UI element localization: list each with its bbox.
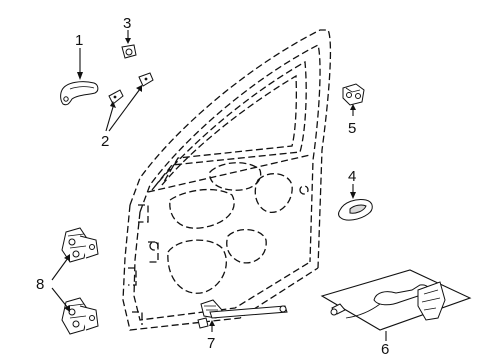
callout-2: 2	[101, 133, 109, 150]
lock-cylinder-icon	[121, 44, 137, 59]
leader-2b	[108, 88, 141, 132]
outside-handle-icon	[60, 81, 99, 106]
callout-5: 5	[348, 120, 356, 137]
callout-7: 7	[207, 335, 215, 352]
door-hinge-icon	[61, 227, 99, 335]
front-door-outline	[122, 29, 332, 331]
handle-cover-icon	[108, 72, 154, 105]
callout-4: 4	[348, 168, 356, 185]
inside-handle-icon	[338, 199, 373, 221]
leader-2a	[105, 106, 114, 132]
leader-8a	[51, 257, 69, 281]
leader-8b	[51, 287, 69, 309]
door-check-icon	[197, 299, 288, 329]
door-lock-assembly-icon	[320, 269, 472, 331]
callout-3: 3	[123, 15, 131, 32]
callout-1: 1	[75, 32, 83, 49]
callout-8: 8	[36, 276, 44, 293]
callout-6: 6	[381, 341, 389, 358]
arrow-1	[77, 72, 83, 80]
handle-bracket-icon	[342, 83, 365, 106]
